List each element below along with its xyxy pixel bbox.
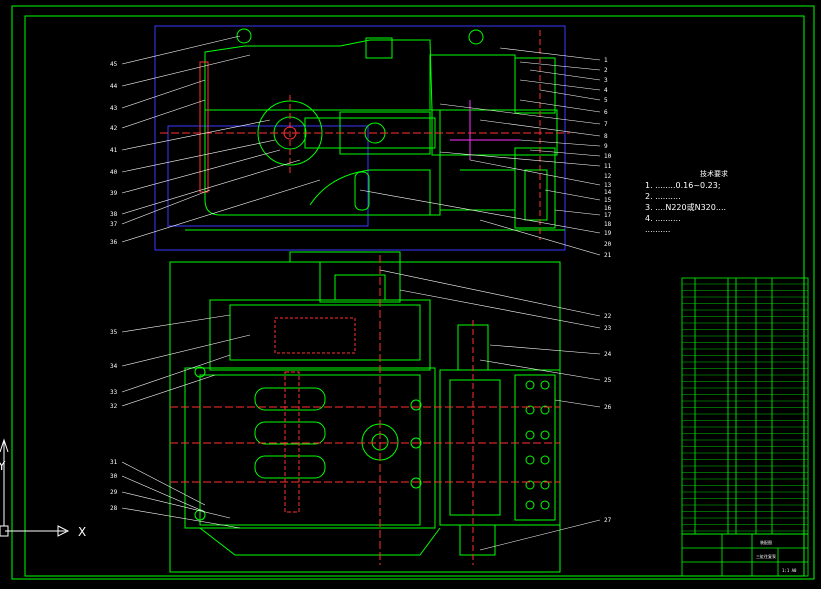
- leader-label-left: 32: [110, 403, 118, 410]
- leader-label-right: 25: [604, 377, 612, 384]
- leader-label-left: 29: [110, 489, 118, 496]
- x-axis-label: X: [78, 525, 86, 539]
- bottom-view: [169, 251, 561, 573]
- leader-label-left: 37: [110, 221, 118, 228]
- parts-list: [681, 277, 809, 535]
- leader-label-right: 15: [604, 197, 612, 204]
- top-view: [154, 25, 570, 251]
- right-leader-labels: 1234567891011121314151617181920212223242…: [604, 57, 612, 524]
- leader-label-left: 30: [110, 473, 118, 480]
- tech-req-heading: 技术要求: [700, 169, 728, 178]
- leader-label-right: 22: [604, 313, 612, 320]
- leader-label-right: 20: [604, 241, 612, 248]
- leader-label-left: 33: [110, 389, 118, 396]
- title-block-company: 三缸往复泵: [756, 553, 776, 559]
- leader-label-right: 1: [604, 57, 608, 64]
- leader-label-right: 23: [604, 325, 612, 332]
- leader-label-left: 38: [110, 211, 118, 218]
- leader-label-right: 12: [604, 173, 612, 180]
- leader-label-right: 8: [604, 133, 608, 140]
- leader-label-right: 6: [604, 109, 608, 116]
- left-leader-labels: 45 44 43 42 41 40 39 38 37 36 35 34 33 32 31 30 29 28: [110, 61, 118, 512]
- leader-label-right: 3: [604, 77, 608, 84]
- tech-req-item-5: ..........: [645, 225, 670, 234]
- title-block: [681, 533, 809, 577]
- leader-label-left: 36: [110, 239, 118, 246]
- ucs-axis-icon: [0, 438, 70, 537]
- tech-requirements: 技术要求 1. ........0.16~0.23; 2. ..........…: [645, 169, 728, 234]
- leader-label-right: 10: [604, 153, 612, 160]
- leader-label-right: 24: [604, 351, 612, 358]
- outer-border: [11, 5, 815, 580]
- leader-label-left: 45: [110, 61, 118, 68]
- leader-label-right: 26: [604, 404, 612, 411]
- tech-req-item-4: 4. ..........: [645, 214, 681, 223]
- leader-label-right: 13: [604, 182, 612, 189]
- leader-label-right: 4: [604, 87, 608, 94]
- leader-label-left: 28: [110, 505, 118, 512]
- leader-label-left: 39: [110, 190, 118, 197]
- leader-label-right: 27: [604, 517, 612, 524]
- title-block-drawing-title: 装配图: [760, 539, 772, 545]
- leader-label-left: 40: [110, 169, 118, 176]
- leader-label-left: 43: [110, 105, 118, 112]
- tech-req-item-2: 2. ..........: [645, 192, 681, 201]
- leader-label-right: 7: [604, 121, 608, 128]
- leader-label-right: 9: [604, 143, 608, 150]
- tech-req-item-1: 1. ........0.16~0.23;: [645, 181, 721, 190]
- leader-label-left: 42: [110, 125, 118, 132]
- leader-label-right: 21: [604, 252, 612, 259]
- title-block-sheet: 1:1 A0: [782, 568, 797, 573]
- leader-label-right: 14: [604, 189, 612, 196]
- leader-label-left: 35: [110, 329, 118, 336]
- leader-label-right: 17: [604, 212, 612, 219]
- leader-label-right: 18: [604, 221, 612, 228]
- tech-req-item-3: 3. ....N220或N320....: [645, 202, 726, 212]
- leader-label-left: 31: [110, 459, 118, 466]
- leader-label-right: 11: [604, 163, 612, 170]
- y-axis-label: Y: [0, 459, 6, 473]
- leader-label-right: 19: [604, 230, 612, 237]
- leader-label-right: 16: [604, 205, 612, 212]
- leader-label-left: 41: [110, 147, 118, 154]
- leader-label-right: 2: [604, 67, 608, 74]
- leader-label-left: 44: [110, 83, 118, 90]
- inner-border: [24, 15, 805, 577]
- leader-label-left: 34: [110, 363, 118, 370]
- leader-label-right: 5: [604, 97, 608, 104]
- right-leader-lines: [359, 47, 601, 551]
- left-leader-lines: [121, 35, 321, 529]
